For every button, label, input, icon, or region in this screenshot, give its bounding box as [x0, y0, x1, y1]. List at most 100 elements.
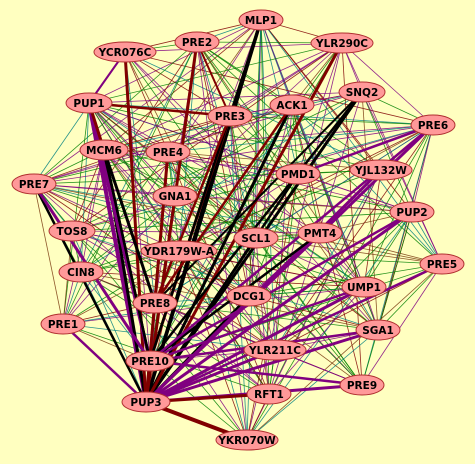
- edge-strong: [144, 168, 383, 404]
- edge: [229, 115, 248, 441]
- edge-strong: [32, 183, 148, 403]
- node-pre9[interactable]: PRE9: [339, 374, 385, 396]
- edge: [178, 124, 434, 252]
- edge: [229, 115, 250, 297]
- node-sga1[interactable]: SGA1: [355, 319, 401, 341]
- edge: [124, 51, 434, 126]
- node-label: ACK1: [276, 100, 307, 112]
- node-mcm6[interactable]: MCM6: [79, 139, 129, 161]
- edge-strong: [144, 41, 199, 403]
- node-label: SNQ2: [346, 87, 379, 99]
- edge: [124, 51, 231, 117]
- edge-strong: [154, 91, 363, 304]
- edge: [88, 42, 343, 104]
- node-rft1[interactable]: RFT1: [246, 383, 292, 405]
- edge-strong: [144, 104, 294, 403]
- node-ump1[interactable]: UMP1: [341, 276, 387, 298]
- node-label: DCG1: [233, 291, 265, 303]
- edge: [88, 102, 321, 234]
- node-dcg1[interactable]: DCG1: [226, 285, 272, 307]
- node-cin8[interactable]: CIN8: [58, 261, 104, 283]
- edge-strong: [153, 115, 232, 304]
- edge-strong: [145, 328, 379, 404]
- node-label: PMD1: [281, 169, 315, 181]
- node-pup1[interactable]: PUP1: [65, 92, 113, 114]
- node-pre3[interactable]: PRE3: [207, 105, 253, 127]
- node-ellipse: [246, 383, 292, 405]
- node-pre5[interactable]: PRE5: [419, 253, 465, 275]
- node-label: PRE6: [418, 120, 448, 132]
- node-pre4[interactable]: PRE4: [145, 141, 191, 163]
- edge-strong: [297, 123, 434, 176]
- node-ellipse: [419, 253, 465, 275]
- edge: [88, 102, 365, 288]
- edge: [124, 51, 379, 331]
- edge-strong: [153, 104, 294, 304]
- node-pre7[interactable]: PRE7: [11, 173, 57, 195]
- edge-strong: [102, 149, 152, 362]
- node-label: PRE8: [140, 298, 170, 310]
- node-gna1[interactable]: GNA1: [152, 185, 198, 207]
- node-ylr290c[interactable]: YLR290C: [310, 32, 374, 54]
- node-ellipse: [238, 9, 284, 31]
- node-ellipse: [226, 285, 272, 307]
- edge: [88, 91, 363, 104]
- node-pre10[interactable]: PRE10: [125, 350, 175, 372]
- node-ydr179w-a[interactable]: YDR179W-A: [140, 240, 218, 262]
- edge: [178, 250, 443, 265]
- edge-strong: [145, 348, 276, 404]
- node-ellipse: [79, 139, 129, 161]
- node-label: TOS8: [57, 226, 88, 238]
- edge: [103, 149, 299, 175]
- edge: [103, 115, 231, 151]
- edge-strong: [153, 151, 170, 304]
- node-label: PRE10: [131, 356, 169, 368]
- edge: [274, 286, 365, 351]
- node-tos8[interactable]: TOS8: [48, 220, 96, 242]
- node-pup3[interactable]: PUP3: [121, 391, 171, 413]
- node-label: YDR179W-A: [143, 246, 215, 258]
- edge: [178, 250, 248, 441]
- node-label: UMP1: [347, 282, 381, 294]
- node-ellipse: [58, 261, 104, 283]
- node-ellipse: [93, 41, 157, 63]
- edge: [80, 169, 382, 273]
- node-label: PRE3: [215, 111, 245, 123]
- edge-strong: [149, 359, 363, 387]
- edge: [88, 102, 434, 126]
- node-ycr076c[interactable]: YCR076C: [93, 41, 157, 63]
- edge: [149, 42, 343, 362]
- node-pre8[interactable]: PRE8: [132, 292, 178, 314]
- edge: [167, 151, 382, 171]
- node-scl1[interactable]: SCL1: [233, 227, 279, 249]
- node-mlp1[interactable]: MLP1: [238, 9, 284, 31]
- node-pre2[interactable]: PRE2: [174, 31, 220, 53]
- node-pup2[interactable]: PUP2: [389, 201, 435, 223]
- node-ellipse: [389, 201, 435, 223]
- edge: [246, 329, 379, 441]
- edge: [341, 42, 443, 265]
- edge: [255, 237, 443, 265]
- edge: [33, 19, 262, 185]
- node-snq2[interactable]: SNQ2: [338, 81, 386, 103]
- edge: [33, 183, 276, 351]
- edge: [62, 102, 90, 325]
- node-label: PRE9: [347, 380, 377, 392]
- node-yjl132w[interactable]: YJL132W: [349, 159, 413, 181]
- edge: [33, 183, 64, 325]
- edge-strong: [149, 91, 363, 362]
- edge-strong: [145, 262, 443, 404]
- edge: [88, 102, 382, 171]
- node-ylr211c[interactable]: YLR211C: [243, 339, 307, 361]
- node-ack1[interactable]: ACK1: [269, 94, 315, 116]
- node-pmt4[interactable]: PMT4: [297, 222, 343, 244]
- node-pre6[interactable]: PRE6: [410, 114, 456, 136]
- node-ellipse: [174, 31, 220, 53]
- node-pmd1[interactable]: PMD1: [275, 163, 321, 185]
- node-pre1[interactable]: PRE1: [40, 313, 86, 335]
- node-label: PUP3: [130, 397, 161, 409]
- node-ellipse: [65, 92, 113, 114]
- node-ellipse: [410, 114, 456, 136]
- node-ykr070w[interactable]: YKR070W: [215, 429, 279, 451]
